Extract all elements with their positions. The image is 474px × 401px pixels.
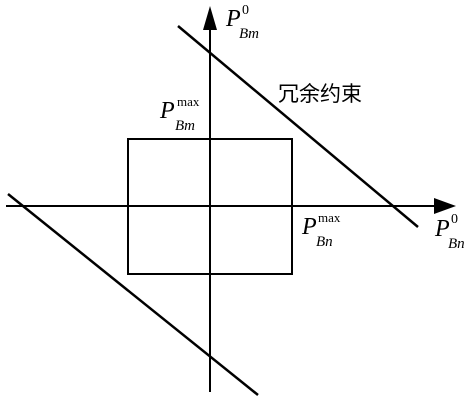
- svg-text:0: 0: [242, 3, 249, 18]
- svg-text:Bn: Bn: [316, 234, 333, 250]
- x-axis-arrow: [434, 198, 456, 214]
- y-axis-label: P 0 Bm: [225, 3, 259, 42]
- svg-text:Bn: Bn: [448, 236, 465, 252]
- x-axis-label: P 0 Bn: [434, 212, 465, 252]
- svg-text:P: P: [301, 214, 317, 240]
- svg-text:P: P: [159, 98, 175, 124]
- svg-text:Bm: Bm: [175, 118, 195, 134]
- svg-text:P: P: [225, 6, 241, 32]
- redundant-constraint-label: 冗余约束: [278, 82, 362, 106]
- svg-text:P: P: [434, 216, 450, 242]
- svg-text:0: 0: [451, 212, 458, 227]
- feasible-region-rect: [127, 138, 293, 275]
- x-max-label: P max Bn: [301, 210, 341, 250]
- svg-text:max: max: [318, 210, 341, 225]
- svg-text:max: max: [177, 94, 200, 109]
- y-axis-arrow: [203, 6, 217, 30]
- redundant-constraint-line-upper: [177, 25, 419, 228]
- redundant-constraint-line-lower: [7, 193, 259, 396]
- y-max-label: P max Bm: [159, 94, 200, 134]
- svg-text:Bm: Bm: [239, 26, 259, 42]
